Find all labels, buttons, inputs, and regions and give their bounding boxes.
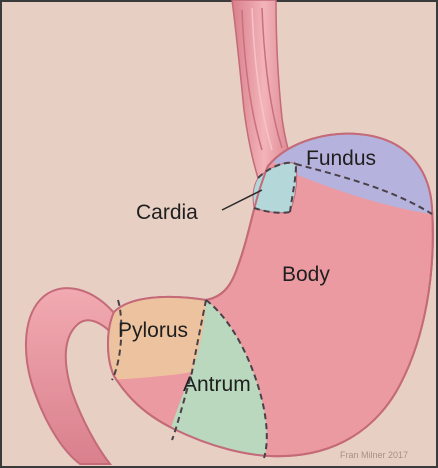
- label-pylorus: Pylorus: [118, 319, 188, 342]
- label-body: Body: [282, 263, 330, 286]
- label-antrum: Antrum: [183, 373, 251, 396]
- credit-text: Fran Milner 2017: [340, 450, 408, 460]
- label-fundus: Fundus: [306, 147, 376, 170]
- label-cardia: Cardia: [136, 201, 198, 224]
